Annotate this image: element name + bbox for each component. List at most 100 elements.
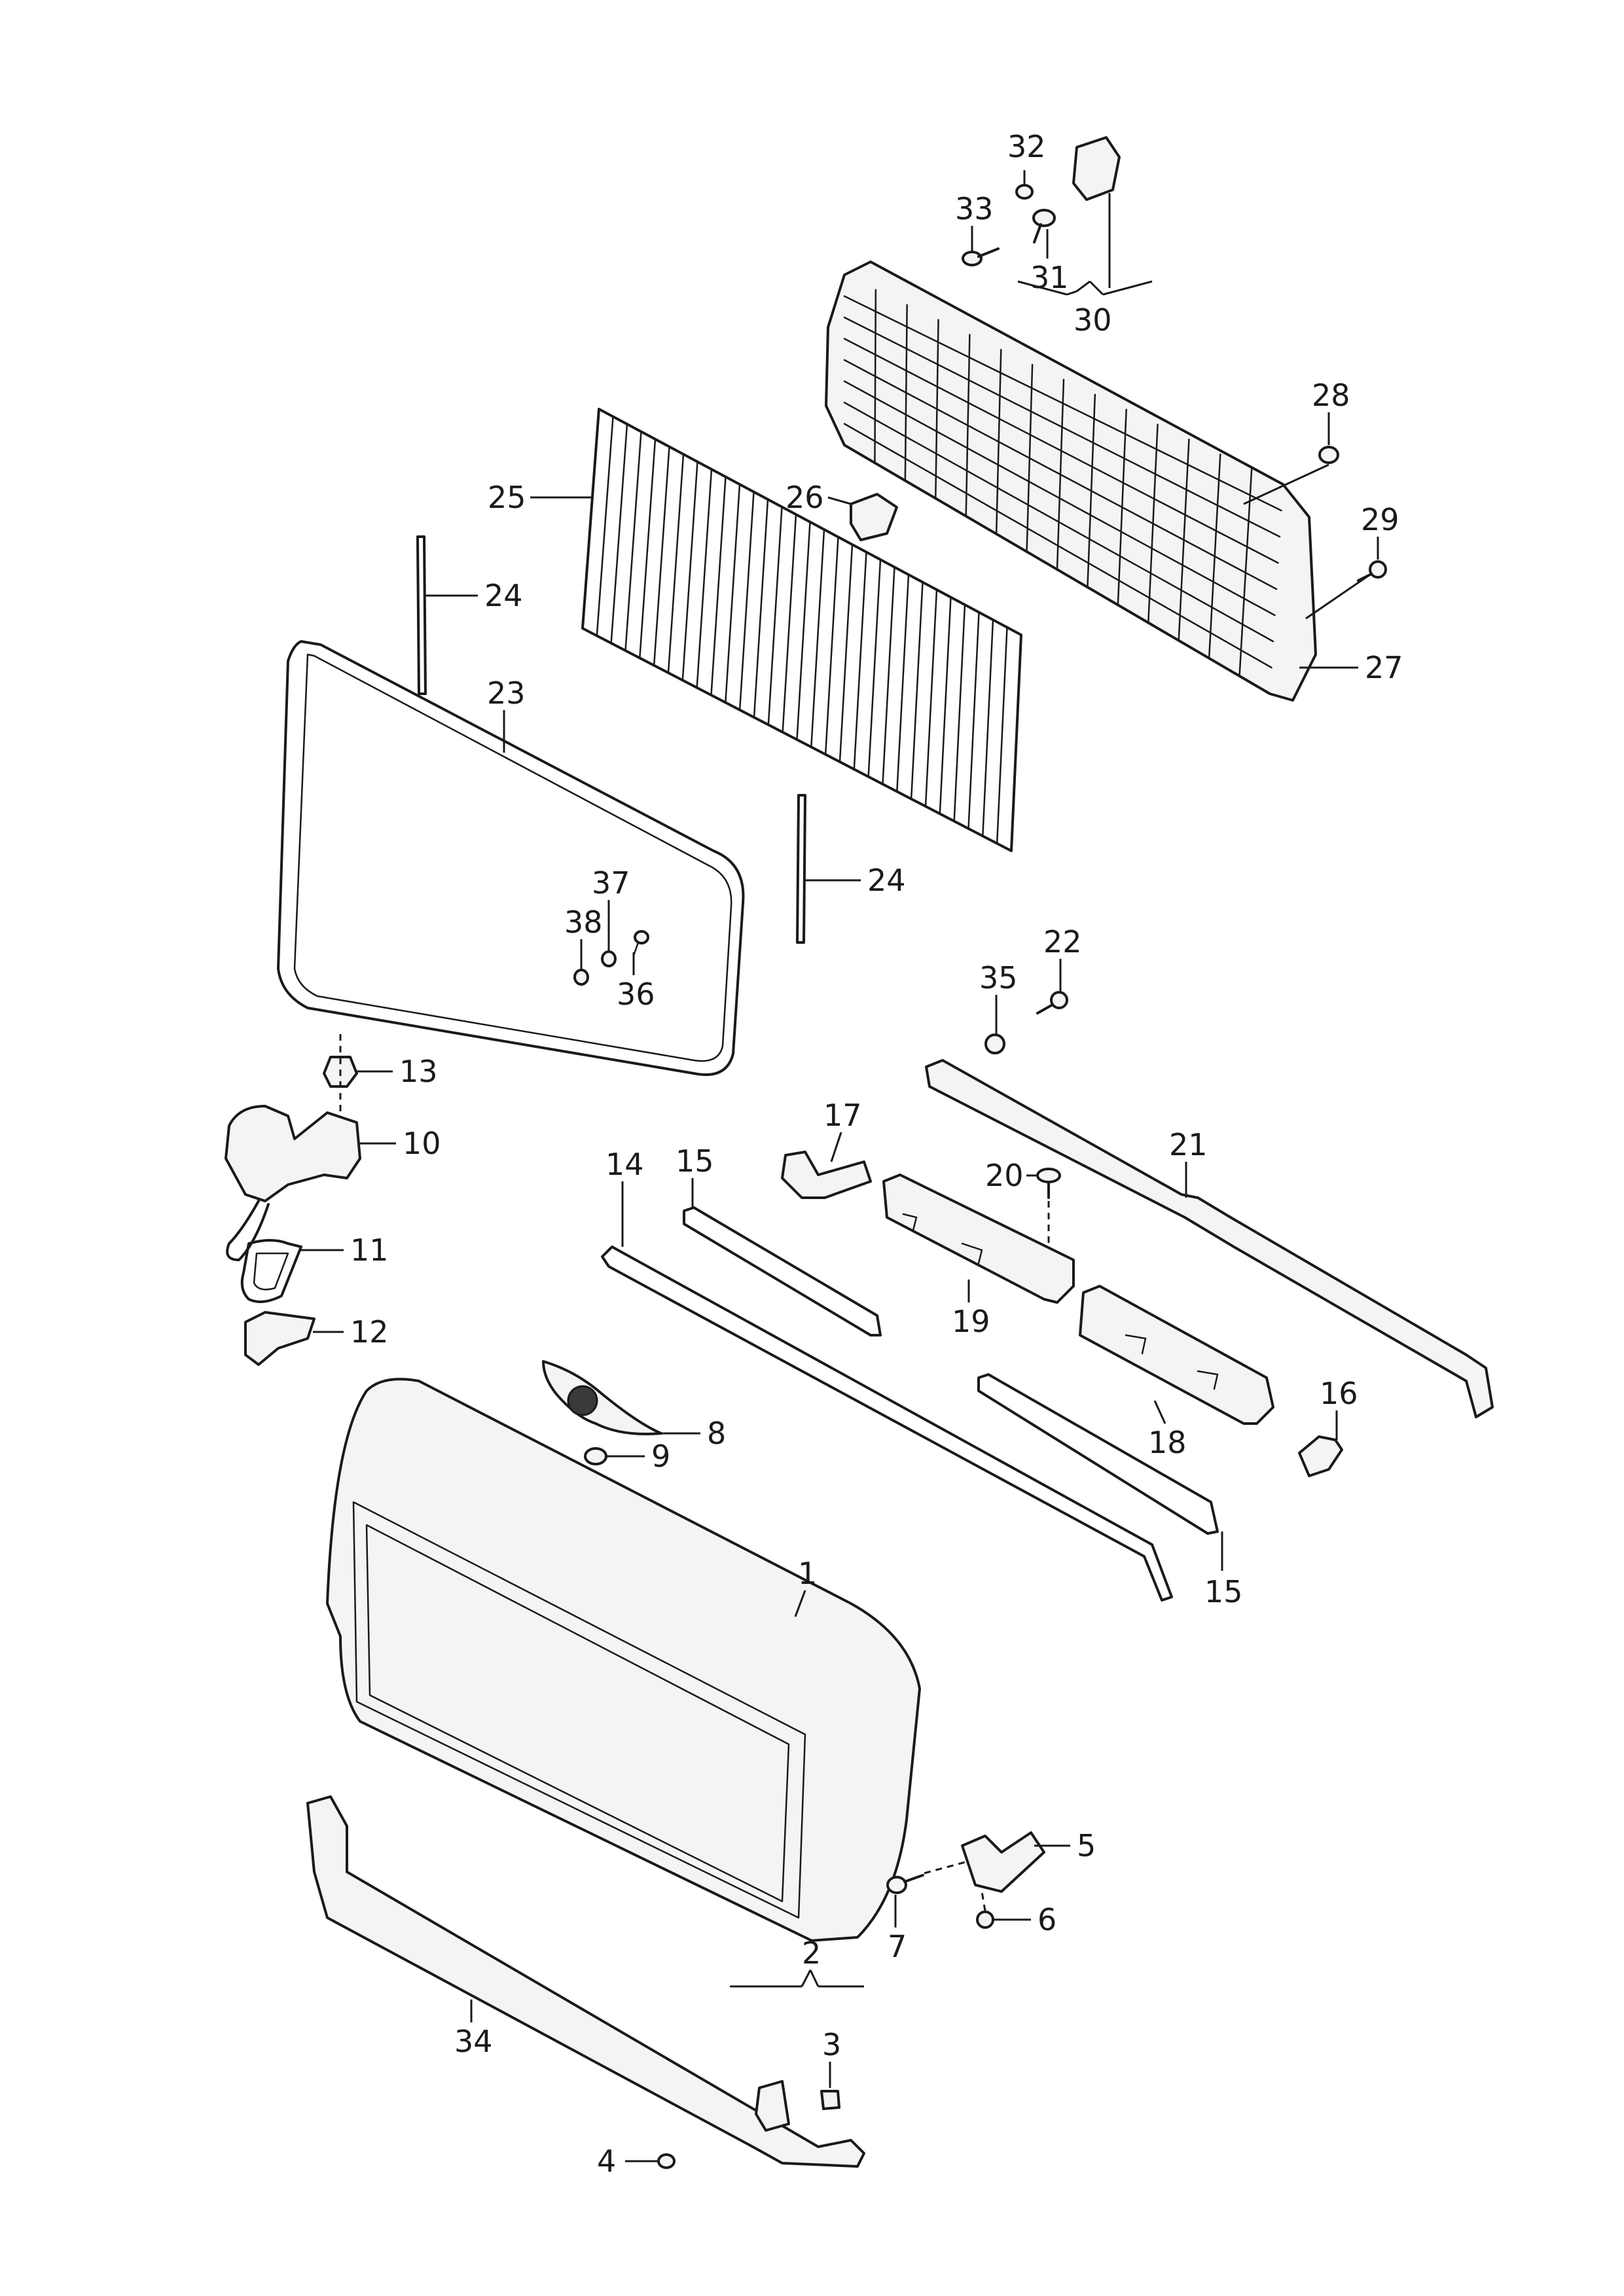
slat-line: [767, 506, 783, 726]
callout-5: 5: [1077, 1828, 1096, 1863]
callout-36: 36: [617, 977, 655, 1012]
part-3-clip: [820, 2090, 840, 2110]
callout-26: 26: [785, 480, 824, 515]
slat-line: [639, 438, 657, 659]
callout-10: 10: [403, 1126, 441, 1161]
part-1-grille-surround: [326, 1378, 921, 1942]
mesh-line: [843, 316, 1281, 538]
part-5-bracket: [961, 1831, 1045, 1893]
callout-4: 4: [597, 2144, 616, 2179]
part-23-seal-frame: [277, 640, 745, 1076]
callout-38: 38: [564, 905, 603, 940]
slat-line: [882, 566, 895, 785]
callout-1: 1: [798, 1556, 817, 1591]
callout-13: 13: [399, 1054, 438, 1089]
callout-31: 31: [1030, 260, 1069, 295]
slat-line: [696, 468, 713, 689]
part-28-nut: [1318, 446, 1339, 464]
callout-17: 17: [823, 1098, 862, 1133]
part-30-bracket: [1072, 136, 1121, 201]
part-9-nut: [584, 1447, 607, 1465]
callout-24-lower: 24: [867, 863, 906, 898]
slat-line: [910, 581, 924, 800]
part-25-slat-grille: [581, 408, 1022, 852]
slat-line: [710, 476, 727, 696]
mesh-line: [843, 380, 1276, 617]
callout-15-lower: 15: [1204, 1574, 1243, 1609]
slat-line: [853, 551, 867, 770]
callout-28: 28: [1312, 378, 1350, 413]
part-36-screw: [632, 930, 649, 957]
part-29-screw: [1357, 560, 1387, 582]
callout-18: 18: [1148, 1425, 1187, 1460]
part-38-washer: [573, 969, 589, 986]
callout-11: 11: [350, 1232, 389, 1268]
part-15-strip-upper: [683, 1206, 882, 1336]
slat-line: [753, 498, 769, 719]
part-34-lower-trim: [306, 1795, 865, 2168]
slat-line: [725, 483, 741, 704]
callout-37: 37: [592, 865, 630, 901]
slat-line: [896, 573, 910, 793]
slat-line: [624, 431, 642, 652]
part-11-loop: [240, 1239, 302, 1303]
slat-line: [610, 423, 628, 644]
slat-line: [824, 536, 839, 755]
slat-line: [667, 453, 685, 674]
slat-line: [810, 528, 825, 748]
part-18-duct: [1079, 1285, 1274, 1425]
leader-lines: [300, 170, 1379, 2162]
part-27-mesh-grille: [825, 260, 1317, 702]
part-14-rod: [601, 1246, 1173, 1602]
mesh-line: [843, 401, 1274, 643]
callout-32: 32: [1007, 129, 1046, 164]
mesh-line: [843, 423, 1272, 669]
slat-line: [867, 558, 882, 778]
part-15-strip-lower: [977, 1373, 1219, 1535]
callout-34: 34: [454, 2024, 493, 2059]
callout-27: 27: [1365, 650, 1403, 685]
part-35-washer: [984, 1033, 1005, 1054]
callout-15-upper: 15: [676, 1143, 714, 1179]
part-24-strip-a: [416, 535, 427, 695]
part-24-strip-b: [796, 794, 806, 944]
slat-line: [939, 596, 952, 815]
callout-35: 35: [979, 960, 1018, 996]
part-20-screw: [1036, 1168, 1061, 1257]
callout-19: 19: [952, 1304, 990, 1339]
slat-line: [796, 521, 811, 741]
slat-line: [996, 626, 1008, 844]
callout-29: 29: [1361, 502, 1399, 537]
callout-25: 25: [488, 480, 526, 515]
callout-22: 22: [1043, 924, 1082, 960]
callout-9: 9: [651, 1439, 670, 1474]
part-13-nut: [323, 1034, 358, 1113]
callout-24-upper: 24: [484, 578, 523, 613]
callout-33: 33: [955, 191, 994, 226]
part-21-trim-strip: [925, 1059, 1494, 1418]
callout-16: 16: [1320, 1376, 1358, 1411]
slat-line: [738, 491, 755, 711]
part-16-bracket: [1298, 1435, 1343, 1477]
part-33-screw: [962, 247, 1000, 266]
slat-line: [953, 603, 966, 822]
part-6-nut: [976, 1891, 994, 1929]
callout-7: 7: [888, 1929, 907, 1964]
mesh-line: [843, 338, 1279, 564]
slat-line: [924, 588, 938, 808]
part-2-connector: [755, 2080, 790, 2132]
part-31-bolt: [1032, 209, 1056, 243]
slat-line: [681, 461, 698, 681]
part-17-bracket: [781, 1151, 872, 1199]
callout-3: 3: [822, 2027, 841, 2062]
part-26-clip: [850, 493, 898, 541]
callout-6: 6: [1038, 1902, 1056, 1937]
part-19-duct: [882, 1174, 1075, 1304]
slat-line: [839, 543, 854, 763]
mesh-line: [843, 359, 1278, 590]
slat-line: [982, 619, 994, 837]
part-8-winged-badge: [542, 1360, 662, 1435]
part-7-screw: [886, 1861, 966, 1894]
slat-line: [967, 611, 980, 830]
